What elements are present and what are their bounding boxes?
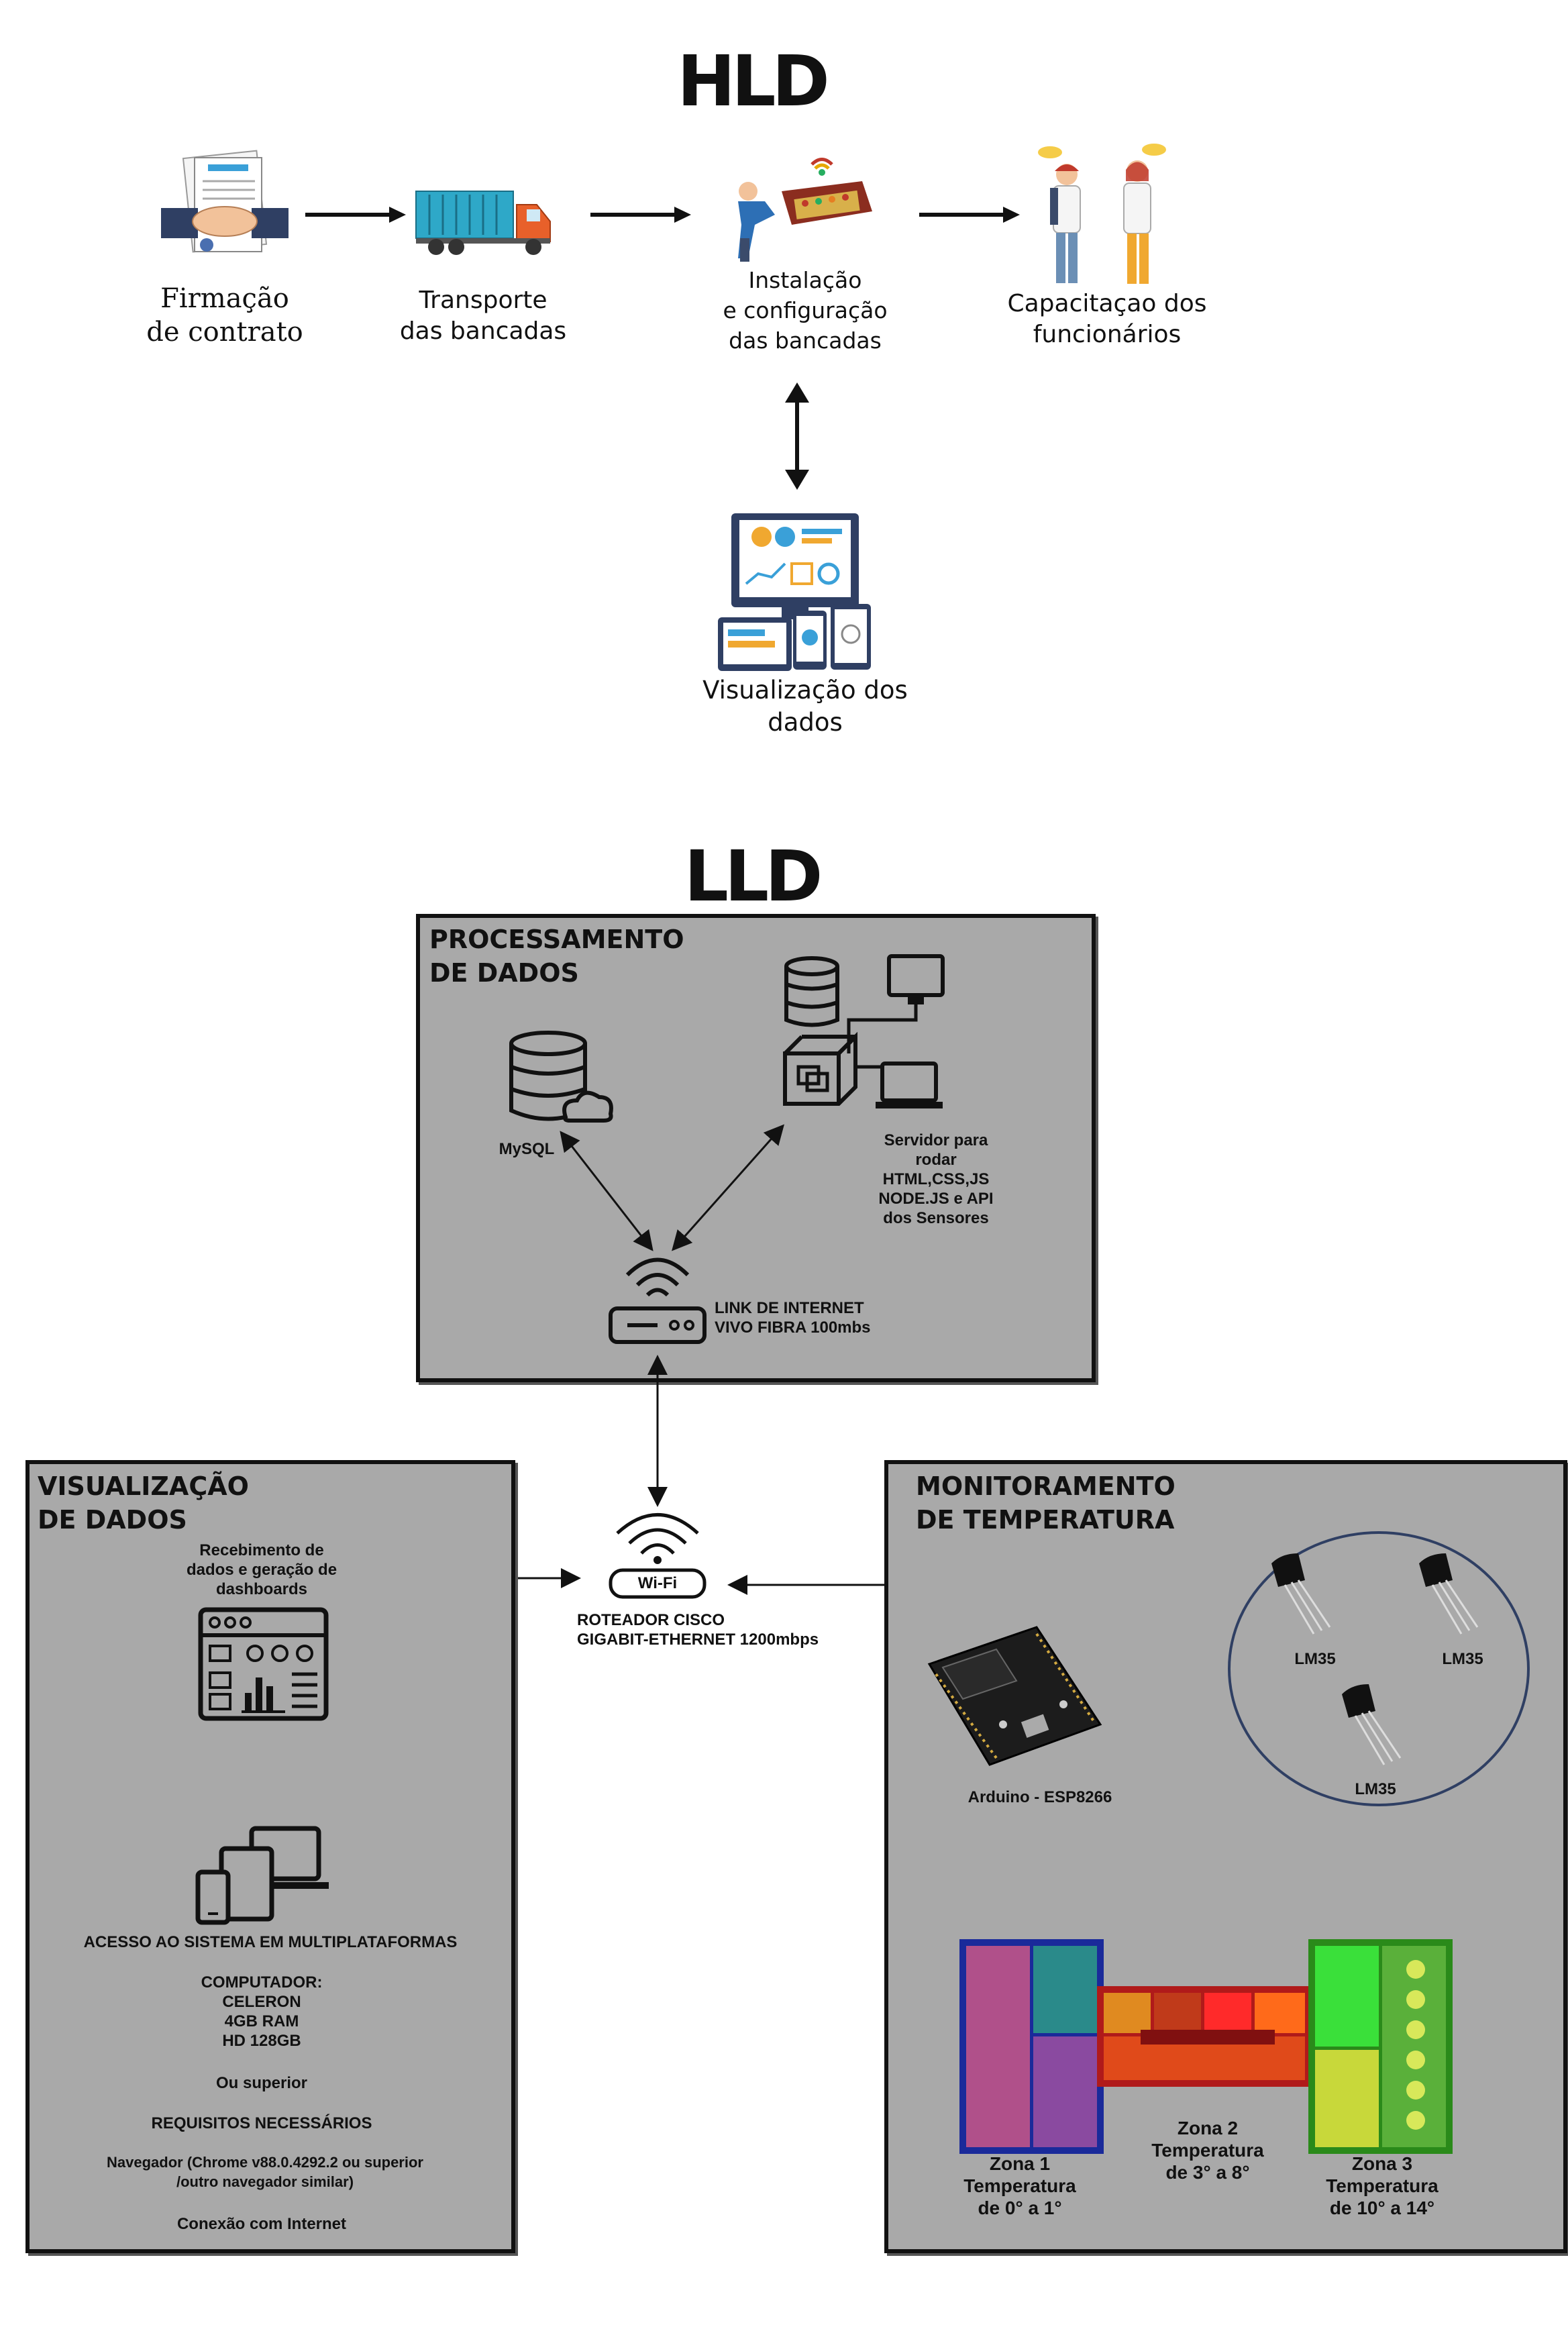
internet-modem-icon: [607, 1248, 708, 1349]
lm35-sensor-icon: [1416, 1550, 1496, 1644]
zone-1-label: Zona 1 Temperatura de 0° a 1°: [963, 2153, 1076, 2218]
zone-3-label: Zona 3 Temperatura de 10° a 14°: [1326, 2153, 1439, 2218]
arduino-label: Arduino - ESP8266: [968, 1788, 1112, 1806]
lm35-sensor-icon: [1268, 1550, 1349, 1644]
browser-requirement: Navegador (Chrome v88.0.4292.2 ou superi…: [107, 2154, 423, 2190]
mysql-database-icon: [507, 1030, 614, 1131]
or-better-label: Ou superior: [215, 2074, 308, 2092]
server-icon: [782, 953, 956, 1127]
requirements-title: REQUISITOS NECESSÁRIOS: [151, 2114, 372, 2132]
wifi-router-icon: [604, 1506, 711, 1600]
lm35-sensor-icon: [1339, 1681, 1419, 1775]
double-arrow: [785, 382, 809, 490]
truck-icon: [413, 188, 554, 258]
monitoring-title: MONITORAMENTO DE TEMPERATURA: [916, 1471, 1175, 1535]
zone-2-label: Zona 2 Temperatura de 3° a 8°: [1151, 2118, 1264, 2183]
flow-arrow: [919, 207, 1020, 223]
lm35-label-3: LM35: [1355, 1780, 1396, 1798]
dashboard-window-icon: [198, 1607, 329, 1721]
wifi-text: Wi-Fi: [637, 1574, 678, 1592]
processing-title: PROCESSAMENTO DE DADOS: [429, 925, 684, 988]
router-label: ROTEADOR CISCO GIGABIT-ETHERNET 1200mbps: [577, 1611, 819, 1649]
esp8266-board-icon: [923, 1624, 1104, 1771]
lm35-label-2: LM35: [1442, 1650, 1483, 1668]
visualization-label: Visualização dos dados: [702, 676, 908, 737]
step-label-transport: Transporte das bancadas: [399, 287, 567, 345]
step-label-contract: Firmação de contrato: [146, 283, 303, 348]
step-label-installation: Instalação e configuração das bancadas: [723, 267, 888, 354]
people-training-icon: [1027, 144, 1181, 289]
sensor-group-circle: [1228, 1531, 1530, 1806]
visualization-title: VISUALIZAÇÃO DE DADOS: [38, 1471, 249, 1535]
lm35-label-1: LM35: [1294, 1650, 1336, 1668]
server-label: Servidor para rodar HTML,CSS,JS NODE.JS …: [878, 1131, 994, 1227]
flow-arrow: [305, 207, 406, 223]
step-label-training: Capacitaçao dos funcionários: [1007, 290, 1207, 348]
multiplatform-devices-icon: [195, 1825, 329, 1926]
mysql-label: MySQL: [499, 1140, 555, 1158]
worker-installation-icon: [728, 151, 876, 265]
computer-spec: COMPUTADOR: CELERON 4GB RAM HD 128GB: [201, 1973, 323, 2050]
hld-title: HLD: [677, 40, 830, 122]
dashboard-generation-label: Recebimento de dados e geração de dashbo…: [186, 1541, 337, 1598]
dashboard-devices-icon: [718, 510, 872, 671]
refrigerated-counters-image: [959, 1936, 1453, 2157]
flow-arrow: [590, 207, 691, 223]
multiplatform-access-label: ACESSO AO SISTEMA EM MULTIPLATAFORMAS: [83, 1933, 458, 1951]
internet-requirement: Conexão com Internet: [176, 2215, 347, 2233]
contract-handshake-icon: [161, 150, 289, 258]
lld-title: LLD: [684, 835, 823, 917]
internet-link-label: LINK DE INTERNET VIVO FIBRA 100mbs: [715, 1299, 871, 1337]
